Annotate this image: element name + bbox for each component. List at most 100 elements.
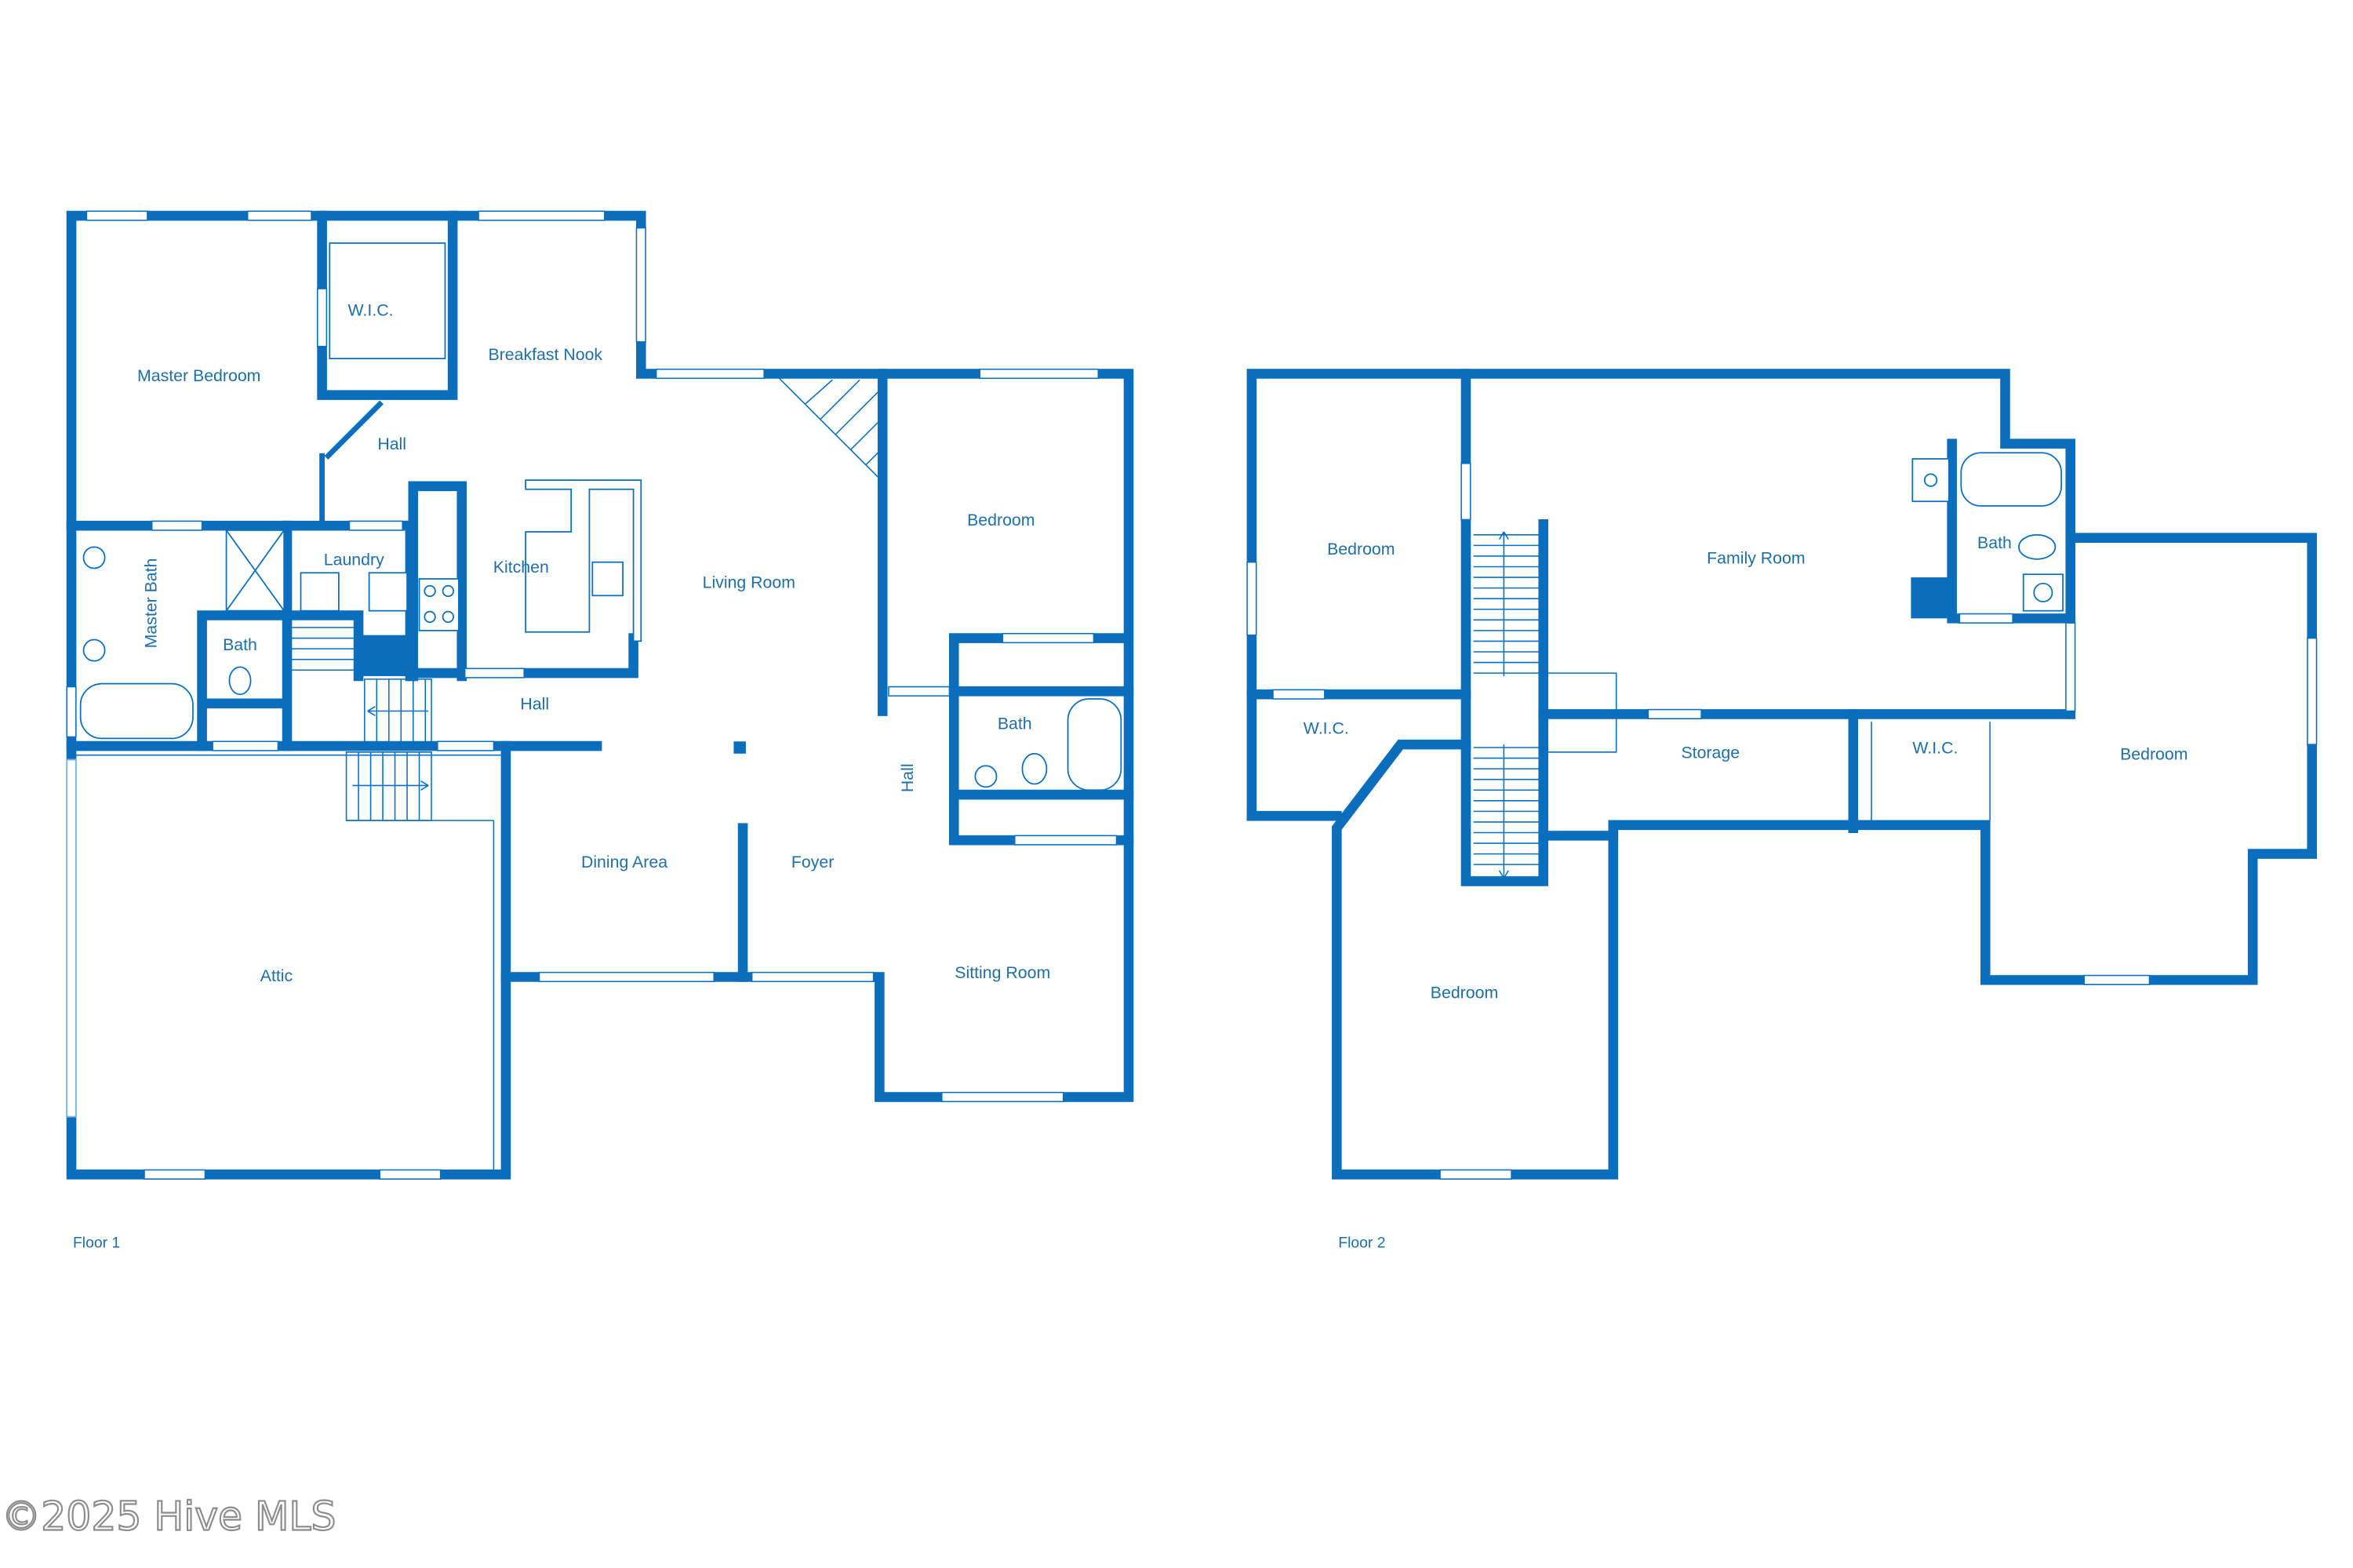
- attic-outline: [75, 754, 502, 1170]
- door-opening: [437, 740, 495, 751]
- stair-treads: [289, 627, 359, 671]
- room-label-laundry: Laundry: [324, 550, 384, 569]
- door-opening: [1460, 463, 1471, 521]
- door-opening: [348, 520, 404, 531]
- floor-label: Floor 1: [73, 1234, 120, 1251]
- room-label-living-room: Living Room: [703, 573, 795, 591]
- room-label-kitchen: Kitchen: [493, 558, 549, 577]
- room-label-master-bath: Master Bath: [141, 558, 160, 649]
- wall-stairs: [1460, 369, 1549, 886]
- down-arrow-icon: [1498, 870, 1509, 879]
- window: [85, 210, 148, 221]
- room-label-wic: W.I.C.: [1912, 739, 1958, 758]
- window: [941, 1091, 1064, 1103]
- winder-stairs: [777, 376, 882, 483]
- burner-icon: [442, 610, 454, 624]
- window: [635, 227, 646, 343]
- window: [1246, 561, 1257, 636]
- room-labels-floor-1: Master Bedroom W.I.C. Breakfast Nook Hal…: [137, 301, 1050, 985]
- window: [66, 759, 77, 1118]
- door-opening: [151, 520, 203, 531]
- door-swing: [324, 400, 384, 460]
- room-label-storage: Storage: [1681, 743, 1740, 762]
- door-opening: [1958, 613, 2013, 624]
- room-label-bath: Bath: [1977, 533, 2012, 552]
- bath-sink-icon: [974, 765, 998, 788]
- room-label-hall: Hall: [377, 435, 406, 453]
- window: [2083, 974, 2151, 985]
- room-label-hall: Hall: [520, 694, 549, 713]
- door-opening: [464, 668, 525, 678]
- room-label-attic: Attic: [260, 966, 293, 985]
- windows-floor-1: [66, 210, 1118, 1180]
- door-opening: [1002, 632, 1095, 644]
- toilet-icon: [228, 666, 252, 696]
- stairs-floor-1: [289, 376, 882, 821]
- sink-icon: [82, 638, 106, 662]
- room-label-hall: Hall: [898, 763, 917, 792]
- window: [751, 971, 875, 983]
- bathtub-icon: [1960, 452, 2063, 507]
- bathtub-icon: [79, 682, 194, 740]
- floor-1: Master Bedroom W.I.C. Breakfast Nook Hal…: [66, 210, 1134, 1251]
- column: [733, 741, 746, 754]
- room-label-bedroom: Bedroom: [967, 511, 1035, 529]
- room-label-bedroom: Bedroom: [1431, 983, 1498, 1002]
- window: [655, 368, 765, 380]
- wall-baths-laundry: [197, 520, 416, 751]
- room-label-family-room: Family Room: [1707, 548, 1805, 567]
- room-label-bedroom: Bedroom: [2120, 744, 2188, 763]
- window: [379, 1169, 442, 1180]
- door-opening: [888, 686, 951, 697]
- room-label-dining-area: Dining Area: [581, 853, 667, 871]
- room-label-wic: W.I.C.: [1304, 719, 1349, 737]
- room-label-bedroom: Bedroom: [1327, 540, 1395, 558]
- window: [478, 210, 606, 221]
- up-arrow-icon: [1498, 531, 1509, 540]
- stair-treads: [345, 751, 432, 821]
- door-opening: [212, 740, 279, 751]
- door-opening: [1272, 689, 1326, 700]
- kitchen-sink-icon: [591, 561, 624, 597]
- toilet-icon: [1021, 752, 1048, 785]
- bathtub-icon: [1067, 698, 1122, 791]
- wic-shelf-icon: [329, 242, 446, 360]
- wall-outer-floor-2: [1246, 369, 2318, 1180]
- sink-icon: [82, 546, 106, 569]
- door-opening: [1647, 708, 1702, 719]
- stair-treads: [1473, 531, 1539, 676]
- burner-icon: [424, 584, 436, 598]
- window: [246, 210, 312, 221]
- window: [317, 288, 328, 347]
- floor-2: Bedroom Family Room Bath W.I.C. Storage …: [1246, 369, 2318, 1251]
- kitchen-counter: [525, 479, 642, 642]
- door-opening: [2065, 622, 2076, 712]
- window: [2307, 637, 2318, 745]
- room-label-wic: W.I.C.: [348, 301, 394, 320]
- room-label-bath: Bath: [998, 715, 1032, 733]
- windows-floor-2: [1246, 463, 2318, 1180]
- chase-block: [1911, 577, 1952, 619]
- stair-treads: [364, 678, 432, 745]
- chimney-block: [360, 635, 410, 676]
- fixtures-floor-1: [79, 242, 1122, 791]
- wic-shelf: [1543, 672, 1991, 820]
- room-label-master-bedroom: Master Bedroom: [137, 366, 260, 385]
- window: [144, 1169, 206, 1180]
- window: [979, 368, 1100, 380]
- burner-icon: [424, 610, 436, 624]
- room-label-bath: Bath: [223, 635, 257, 654]
- door-opening: [1013, 835, 1118, 846]
- stairs-floor-2: [1473, 531, 1539, 879]
- sink-icon: [1923, 473, 1938, 487]
- window: [538, 971, 715, 983]
- room-label-breakfast-nook: Breakfast Nook: [488, 345, 602, 364]
- window: [1439, 1169, 1512, 1180]
- sink-icon: [2033, 582, 2053, 602]
- washer-icon: [300, 572, 340, 612]
- room-labels-floor-2: Bedroom Family Room Bath W.I.C. Storage …: [1304, 533, 2188, 1002]
- stove-icon: [418, 578, 460, 631]
- window: [66, 686, 77, 738]
- toilet-icon: [2018, 533, 2057, 560]
